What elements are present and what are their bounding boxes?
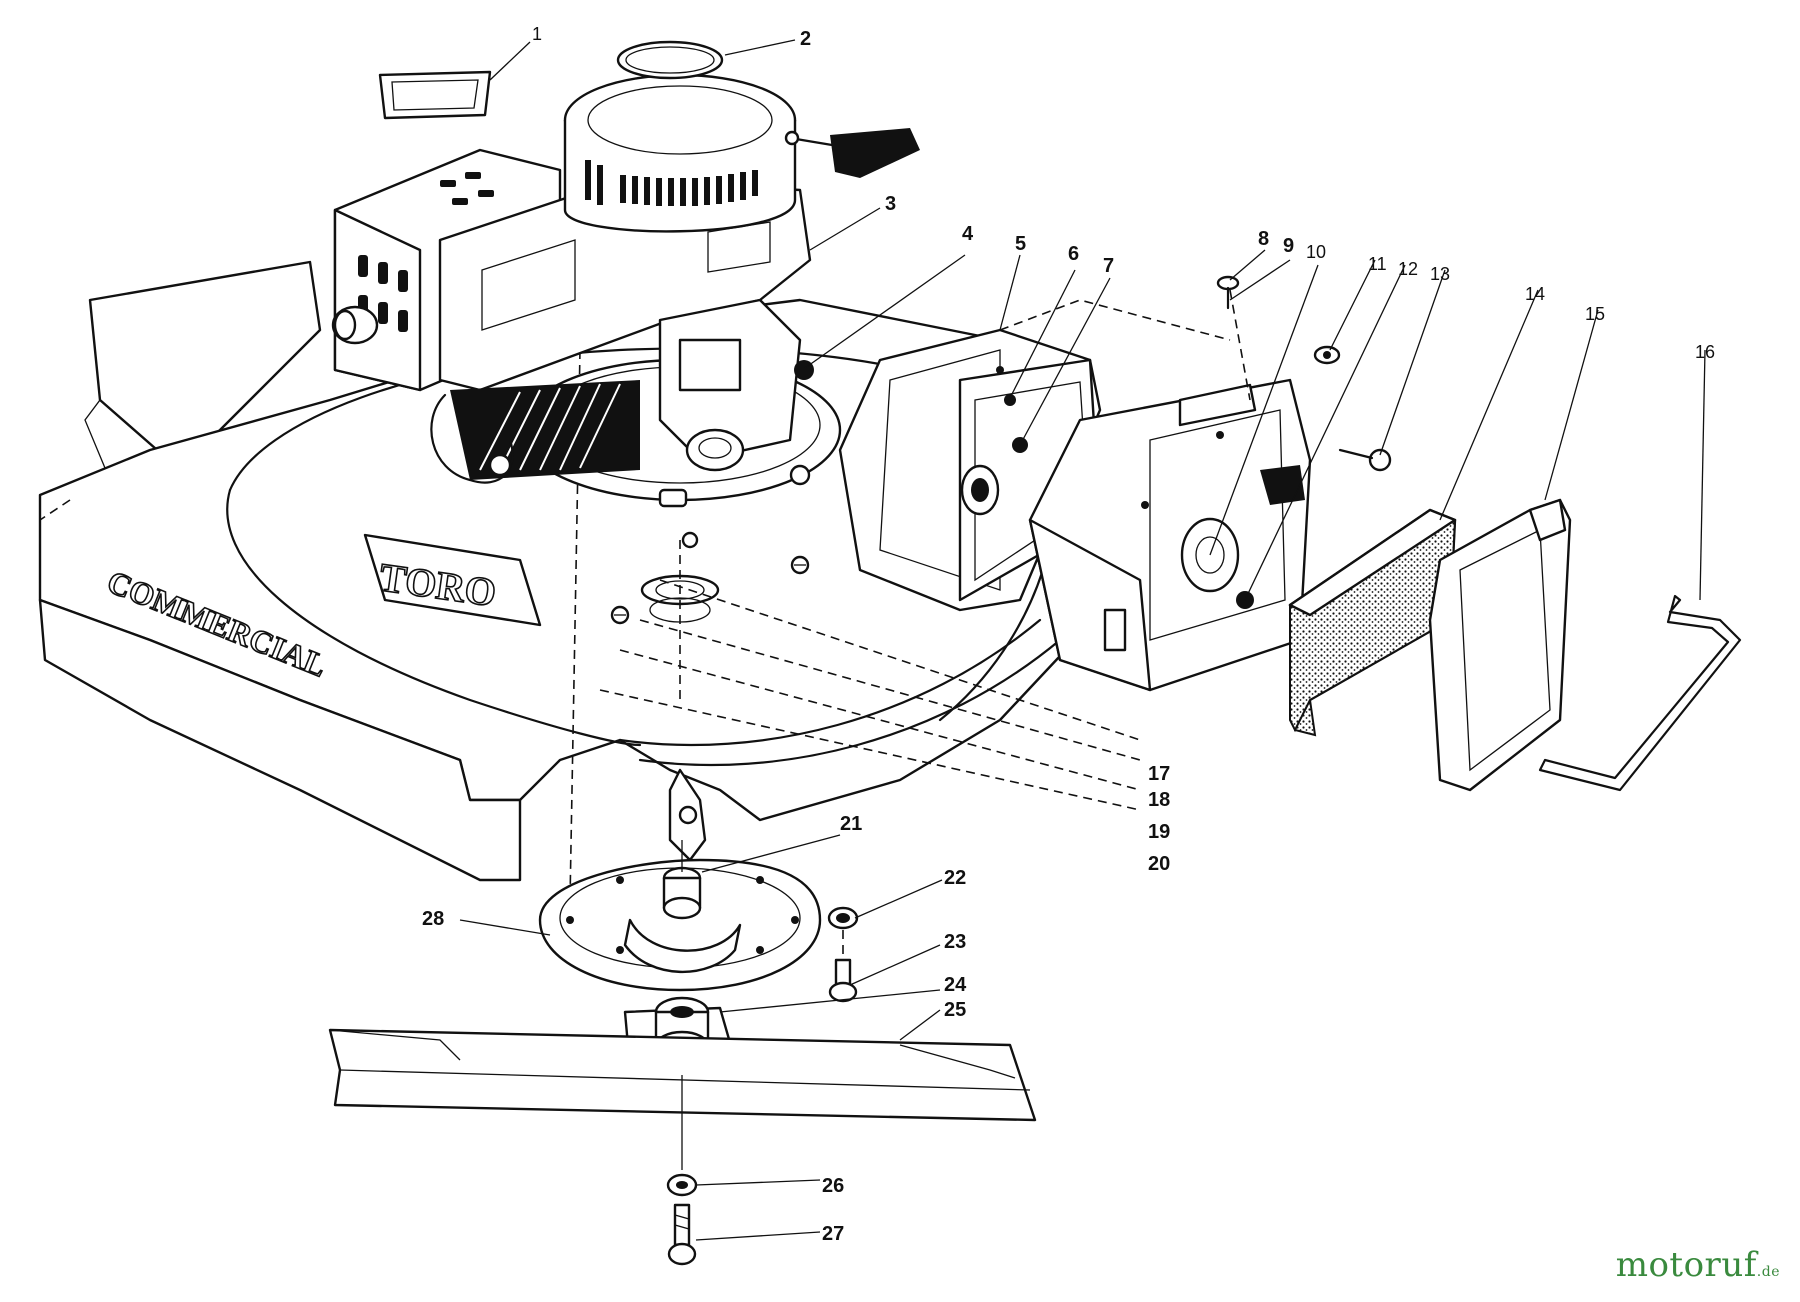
callout-2: 2 [800,28,811,50]
callout-18: 18 [1148,789,1170,811]
callout-27: 27 [822,1223,844,1245]
callout-24: 24 [944,974,967,996]
callout-9: 9 [1283,235,1294,257]
callout-25: 25 [944,999,966,1021]
callout-8: 8 [1258,228,1269,250]
gasket-ring-part [616,40,724,80]
air-cleaner-base [1028,378,1312,692]
deck-bolt-right-icon [790,555,810,575]
callout-21: 21 [840,813,862,835]
engine-assembly [331,73,920,508]
bolt-part-23 [828,930,858,1003]
callout-19: 19 [1148,821,1170,843]
callout-7: 7 [1103,255,1114,277]
watermark-tld: .de [1756,1264,1780,1280]
callout-12: 12 [1398,259,1418,279]
callout-14: 14 [1525,284,1545,304]
decal-part [378,70,492,120]
deck-bolt-left-icon [610,605,630,625]
callout-16: 16 [1695,342,1715,362]
wire-bail-part [1538,594,1742,792]
callout-5: 5 [1015,233,1026,255]
air-cleaner-cover-part [1428,498,1572,792]
callout-23: 23 [944,931,966,953]
washer-part-22 [827,906,859,930]
callout-10: 10 [1306,242,1326,262]
bolt-part-13 [1338,448,1392,472]
site-watermark: motoruf.de [1616,1245,1780,1285]
callout-11: 11 [1368,254,1387,274]
watermark-name: motoruf [1615,1245,1757,1285]
callout-17: 17 [1148,763,1170,785]
callout-13: 13 [1430,264,1450,284]
callout-22: 22 [944,867,966,889]
callout-20: 20 [1148,853,1170,875]
callout-leader-lines [459,39,1706,1241]
callout-15: 15 [1585,304,1605,324]
bolt-part-27 [667,1203,697,1266]
blade-adapter-assembly [538,840,822,992]
callout-6: 6 [1068,243,1079,265]
callout-4: 4 [962,223,974,245]
callout-3: 3 [885,193,896,215]
foam-filter-part [1288,508,1457,737]
callout-numbers: 1 2 3 4 5 6 7 8 9 10 11 12 13 14 15 16 1… [422,24,1715,1245]
washer-part-26 [666,1173,698,1197]
nut-part-11 [1313,345,1341,365]
screw-part-8 [1216,275,1240,310]
callout-1: 1 [532,24,542,44]
callout-26: 26 [822,1175,844,1197]
callout-28: 28 [422,908,444,930]
